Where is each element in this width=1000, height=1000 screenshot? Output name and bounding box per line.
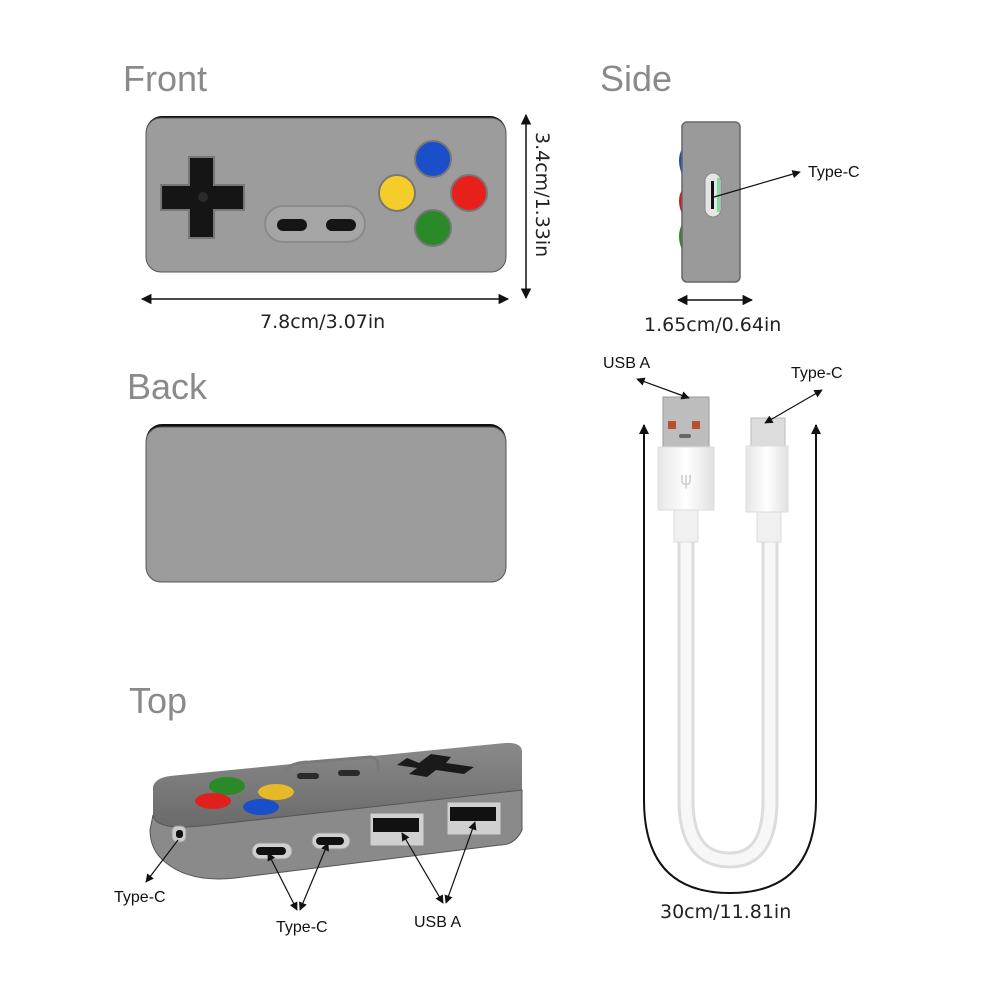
usb-cable: ψ — [657, 396, 789, 869]
cable-length-label: 30cm/11.81in — [660, 901, 792, 923]
front-width-label: 7.8cm/3.07in — [260, 311, 386, 333]
svg-text:ψ: ψ — [680, 469, 692, 490]
length-arrow — [639, 424, 821, 895]
back-controller — [145, 424, 507, 583]
back-title: Back — [127, 366, 208, 407]
cable-typec-label: Type-C — [791, 365, 843, 382]
side-depth-label: 1.65cm/0.64in — [644, 314, 782, 336]
dpad-icon — [160, 156, 245, 239]
front-title: Front — [123, 58, 208, 99]
top-title: Top — [129, 680, 188, 721]
yellow-button-icon — [378, 174, 416, 212]
side-typec-label: Type-C — [808, 164, 860, 181]
cable-usba-label: USB A — [603, 355, 651, 372]
top-left-typec-label: Type-C — [114, 889, 166, 906]
side-title: Side — [600, 58, 673, 99]
top-controller — [149, 742, 523, 880]
front-height-label: 3.4cm/1.33in — [531, 132, 553, 258]
blue-button-icon — [414, 140, 452, 178]
side-controller — [679, 121, 741, 283]
red-button-icon — [450, 174, 488, 212]
front-controller — [145, 116, 507, 273]
top-usba-label: USB A — [414, 914, 462, 931]
top-middle-typec-label: Type-C — [276, 919, 328, 936]
green-button-icon — [414, 209, 452, 247]
